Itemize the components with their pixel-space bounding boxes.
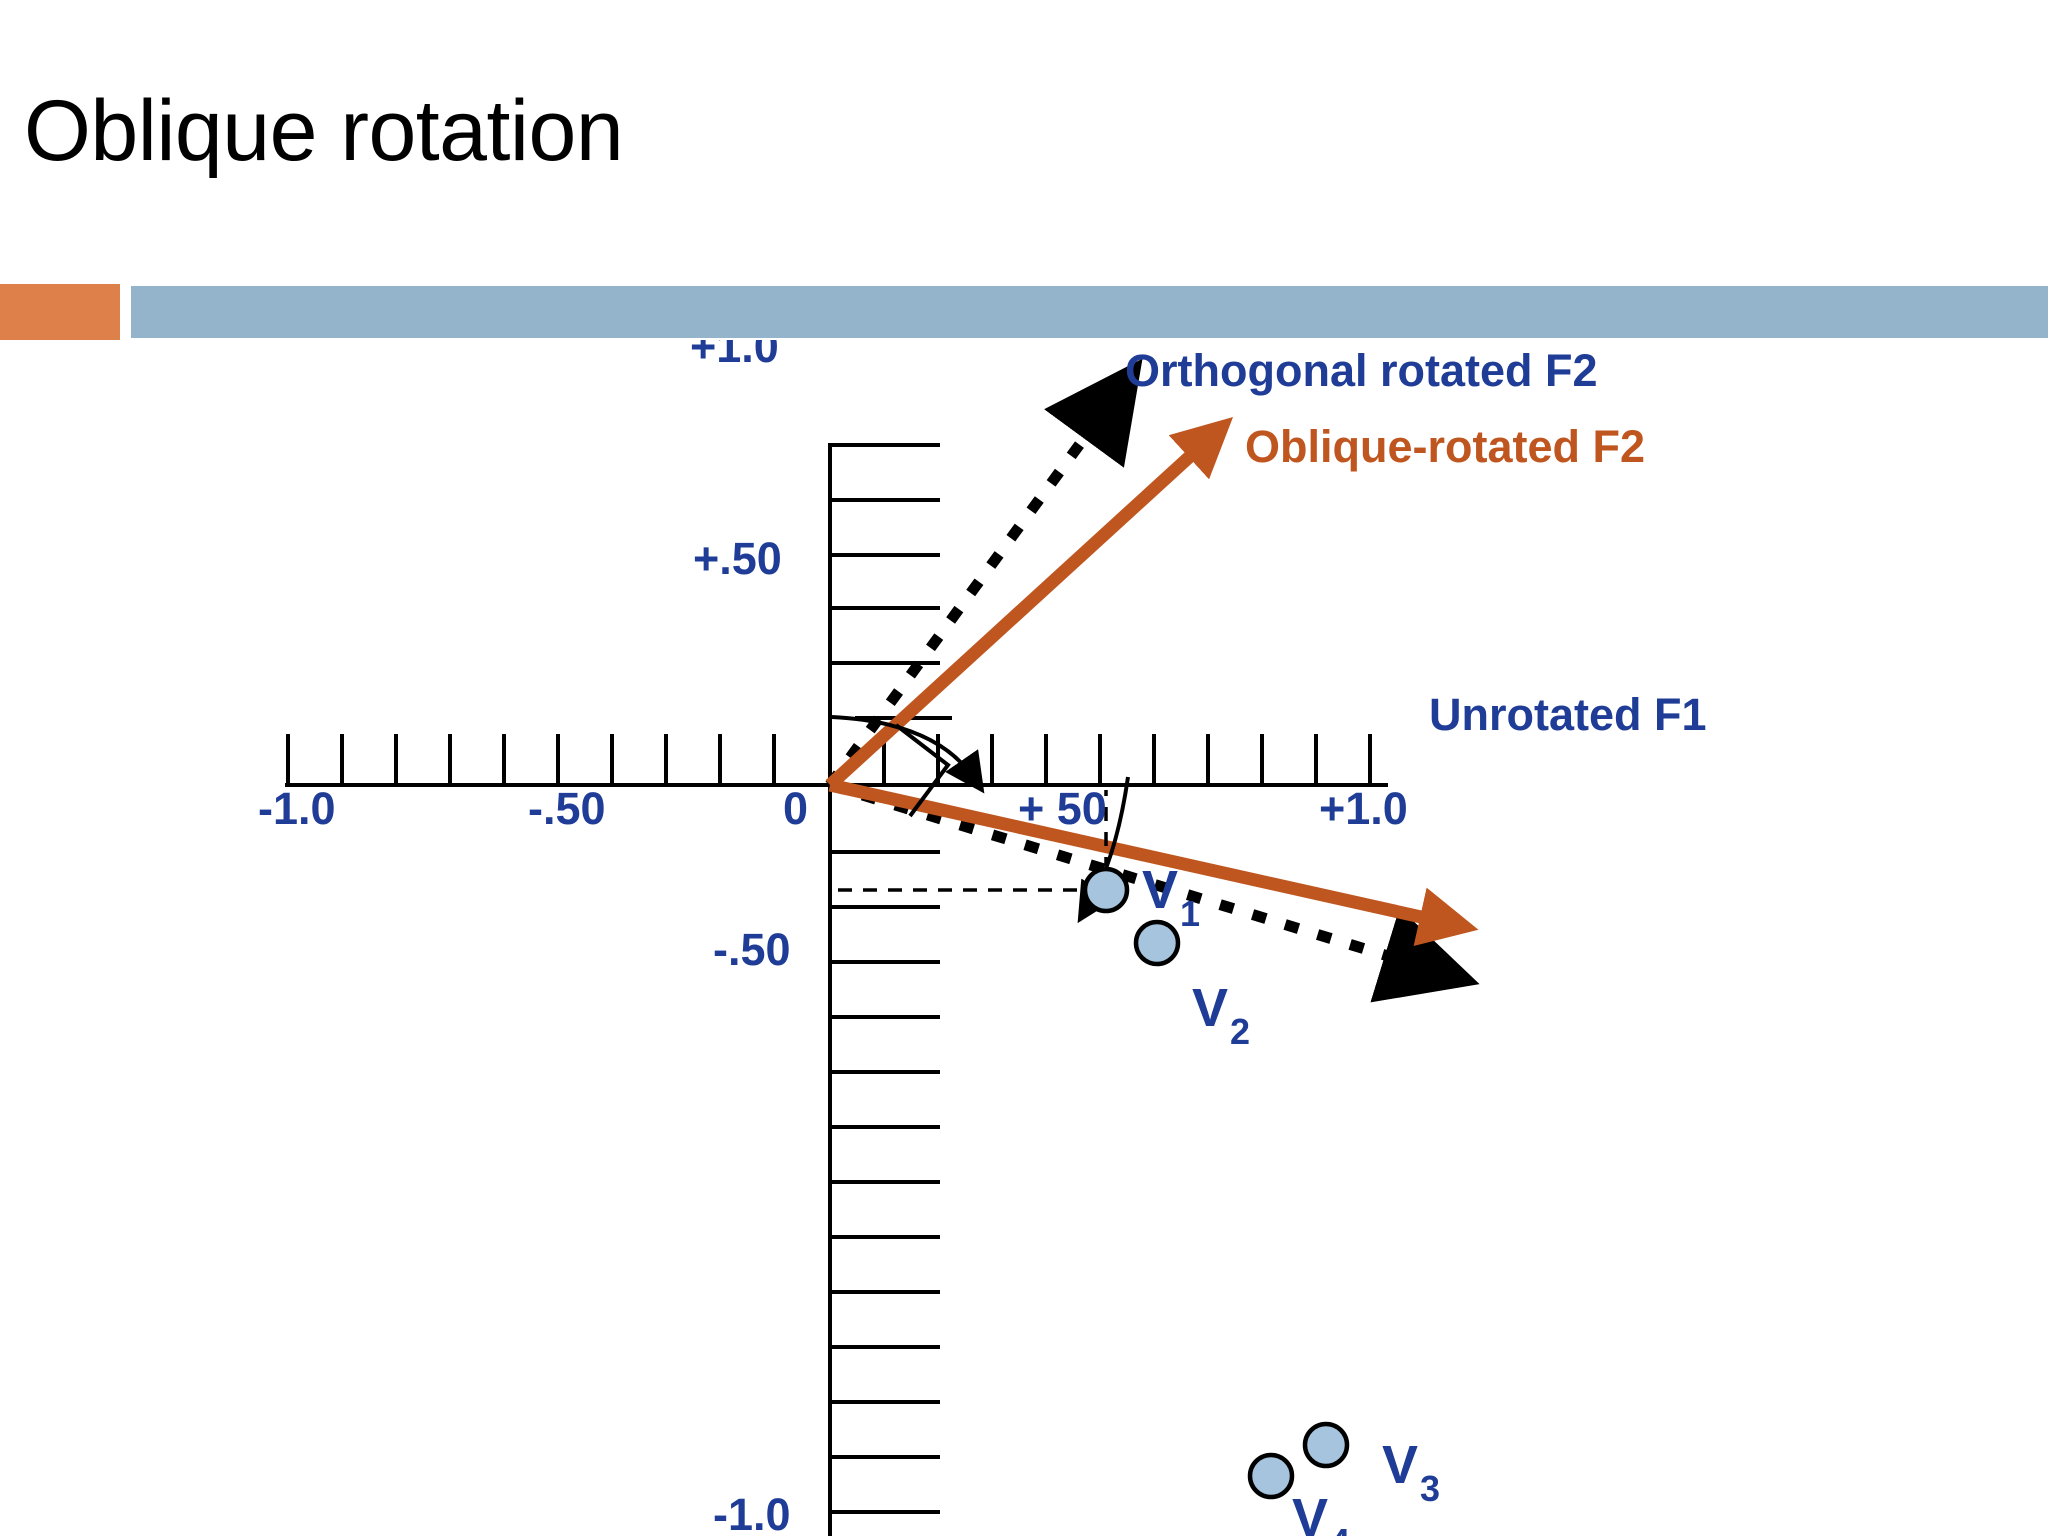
axis-title-oblique-rotated-f2: Oblique-rotated F2 [1245,421,1645,472]
x-tick-label-neg-one: -1.0 [258,783,336,834]
v1-label: V [1142,860,1178,920]
data-point-v4[interactable] [1247,1452,1295,1500]
oblique-rotation-diagram: V 1 V 2 V 3 V 4 V 5 Unrotated F2 Unrotat… [0,340,2048,1536]
page-title: Oblique rotation [24,83,624,179]
v3-subscript: 3 [1420,1468,1440,1509]
v1-projection-lines [838,790,1108,896]
v2-subscript: 2 [1230,1011,1250,1052]
y-tick-label-pos-half: +.50 [693,533,782,584]
x-tick-label-zero: 0 [783,783,808,834]
y-tick-label-pos-one: +1.0 [690,340,779,372]
v1-subscript: 1 [1180,893,1200,934]
y-axis-ticks [830,443,952,1514]
accent-rule-orange [0,284,120,340]
data-point-label-v2: V 2 [1192,978,1250,1052]
axis-title-unrotated-f2: Unrotated F2 [660,340,938,349]
y-tick-label-neg-one: -1.0 [713,1489,791,1536]
y-tick-label-neg-half: -.50 [713,924,791,975]
v3-label: V [1382,1435,1418,1495]
oblique-rotated-f1-axis [828,778,1479,946]
v2-label: V [1192,978,1228,1038]
data-point-v3[interactable] [1302,1421,1350,1469]
axis-title-unrotated-f1: Unrotated F1 [1429,689,1707,740]
x-tick-label-neg-half: -.50 [528,783,606,834]
v4-label: V [1292,1488,1328,1536]
accent-rule-blue [131,286,2048,338]
data-point-label-v4: V 4 [1292,1488,1350,1536]
orthogonal-rotated-f2-axis [825,358,1143,789]
v4-subscript: 4 [1330,1521,1350,1536]
x-tick-label-pos-half: + 50 [1018,783,1107,834]
data-point-label-v3: V 3 [1382,1435,1440,1509]
angle-arc-f2 [831,715,985,794]
orthogonal-rotated-f1-axis [828,779,1480,1003]
x-tick-label-pos-one: +1.0 [1319,783,1408,834]
data-point-label-v1: V 1 [1142,860,1200,934]
data-point-v1[interactable] [1082,866,1130,914]
axis-title-orthogonal-rotated-f2: Orthogonal rotated F2 [1125,345,1598,396]
oblique-rotated-f2-axis [825,416,1234,790]
data-point-v2[interactable] [1133,919,1181,967]
